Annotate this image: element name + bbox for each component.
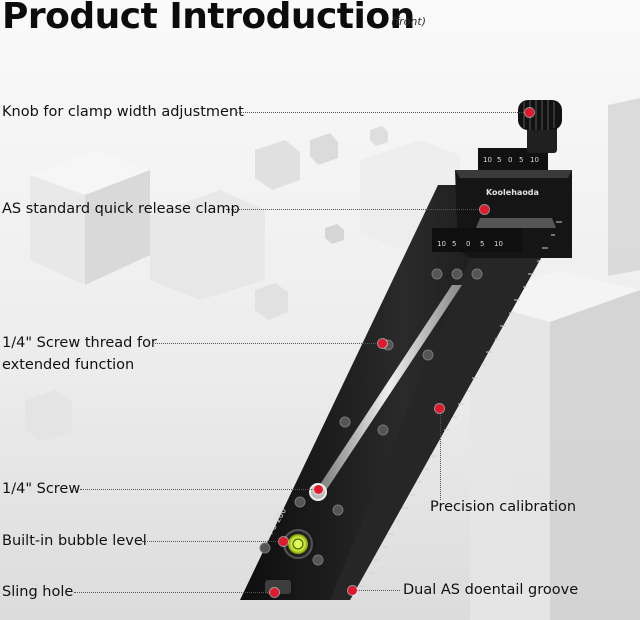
marker-calibration — [435, 404, 444, 413]
leader-clamp — [226, 209, 484, 210]
scale-top-tick: 10 — [530, 156, 539, 164]
leader-thread — [152, 343, 380, 344]
label-knob: Knob for clamp width adjustment — [2, 104, 244, 120]
arca-rail: Koolehaoda 10 5 0 5 10 10 5 0 5 10 PU-20… — [240, 100, 572, 600]
scale-bottom-tick: 5 — [480, 240, 484, 248]
label-clamp: AS standard quick release clamp — [2, 201, 240, 217]
scale-top: 10 5 0 5 10 — [483, 156, 539, 164]
marker-clamp — [480, 205, 489, 214]
scale-bottom-tick: 10 — [494, 240, 503, 248]
scale-top-tick: 0 — [508, 156, 512, 164]
label-screw: 1/4" Screw — [2, 481, 81, 497]
marker-screw — [314, 485, 323, 494]
scale-top-tick: 5 — [519, 156, 523, 164]
leader-sling — [74, 592, 272, 593]
label-groove: Dual AS doentail groove — [403, 582, 579, 598]
label-bubble: Built-in bubble level — [2, 533, 147, 549]
leader-calibration — [440, 408, 441, 500]
marker-bubble — [279, 537, 288, 546]
scale-bottom: 10 5 0 5 10 — [437, 240, 503, 248]
label-sling: Sling hole — [2, 584, 74, 600]
leader-knob — [236, 112, 530, 113]
scale-top-tick: 5 — [497, 156, 501, 164]
brand-text: Koolehaoda — [486, 188, 539, 197]
page-title: Product Introduction — [2, 0, 415, 37]
scale-bottom-tick: 0 — [466, 240, 470, 248]
leader-bubble — [142, 541, 282, 542]
page-subtitle: (front) — [391, 15, 426, 28]
decorative-cubes — [25, 98, 640, 620]
marker-groove — [348, 586, 357, 595]
label-thread-line2: extended function — [2, 357, 135, 373]
marker-thread — [378, 339, 387, 348]
label-calibration: Precision calibration — [430, 499, 577, 515]
marker-sling — [270, 588, 279, 597]
leader-screw — [80, 489, 316, 490]
scale-bottom-tick: 5 — [452, 240, 456, 248]
scale-top-tick: 10 — [483, 156, 492, 164]
leader-groove — [352, 590, 400, 591]
scale-bottom-tick: 10 — [437, 240, 446, 248]
label-thread-line1: 1/4" Screw thread for — [2, 335, 157, 351]
marker-knob — [525, 108, 534, 117]
